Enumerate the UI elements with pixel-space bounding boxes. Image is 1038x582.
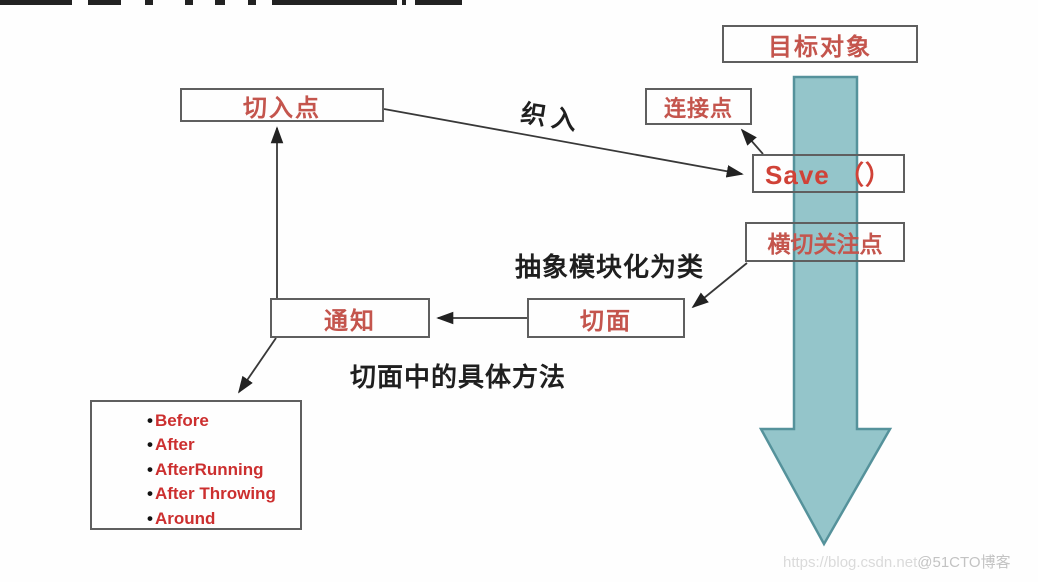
artifact-segment xyxy=(215,0,225,5)
watermark-handle: @51CTO博客 xyxy=(917,554,1011,571)
edge-pointcut-to-save xyxy=(383,108,744,178)
artifact-segment xyxy=(402,0,406,5)
artifact-segment xyxy=(88,0,121,5)
node-advice: 通知 xyxy=(270,298,430,338)
artifact-segment xyxy=(248,0,256,5)
node-advice-label: 通知 xyxy=(324,307,376,335)
edge-save-to-joinpoint xyxy=(740,128,764,155)
watermark: https://blog.csdn.net@51CTO博客 xyxy=(783,551,1011,572)
node-crosscutting-concern-label: 横切关注点 xyxy=(767,231,883,257)
artifact-segment xyxy=(145,0,153,5)
advice-type-item: After xyxy=(147,433,300,457)
advice-type-item: After Throwing xyxy=(147,482,300,506)
top-crop-artifact xyxy=(0,0,1038,5)
advice-type-item: AfterRunning xyxy=(147,458,300,482)
advice-type-item: Before xyxy=(147,409,300,433)
node-join-point: 连接点 xyxy=(645,88,752,125)
artifact-segment xyxy=(415,0,462,5)
node-target-object: 目标对象 xyxy=(722,25,918,63)
watermark-url: https://blog.csdn.net xyxy=(783,554,918,571)
advice-type-item: Around xyxy=(147,507,300,531)
node-aspect: 切面 xyxy=(527,298,685,338)
node-aspect-label: 切面 xyxy=(580,307,632,335)
node-join-point-label: 连接点 xyxy=(663,95,733,121)
node-pointcut: 切入点 xyxy=(180,88,384,122)
node-target-object-label: 目标对象 xyxy=(768,33,872,61)
artifact-segment xyxy=(0,0,72,5)
artifact-segment xyxy=(185,0,193,5)
node-crosscutting-concern: 横切关注点 xyxy=(745,222,905,262)
aspect-concrete-methods-label: 切面中的具体方法 xyxy=(350,362,567,392)
edge-advice-to-list xyxy=(237,337,277,394)
node-pointcut-label: 切入点 xyxy=(243,94,321,122)
node-save-method-label: Save （） xyxy=(765,160,892,190)
advice-types-box: Before After AfterRunning After Throwing… xyxy=(90,400,302,530)
artifact-segment xyxy=(272,0,397,5)
abstract-modularize-label: 抽象模块化为类 xyxy=(515,252,705,282)
node-save-method: Save （） xyxy=(752,154,905,193)
big-down-arrow xyxy=(758,75,893,547)
edge-concern-to-aspect xyxy=(691,262,748,309)
